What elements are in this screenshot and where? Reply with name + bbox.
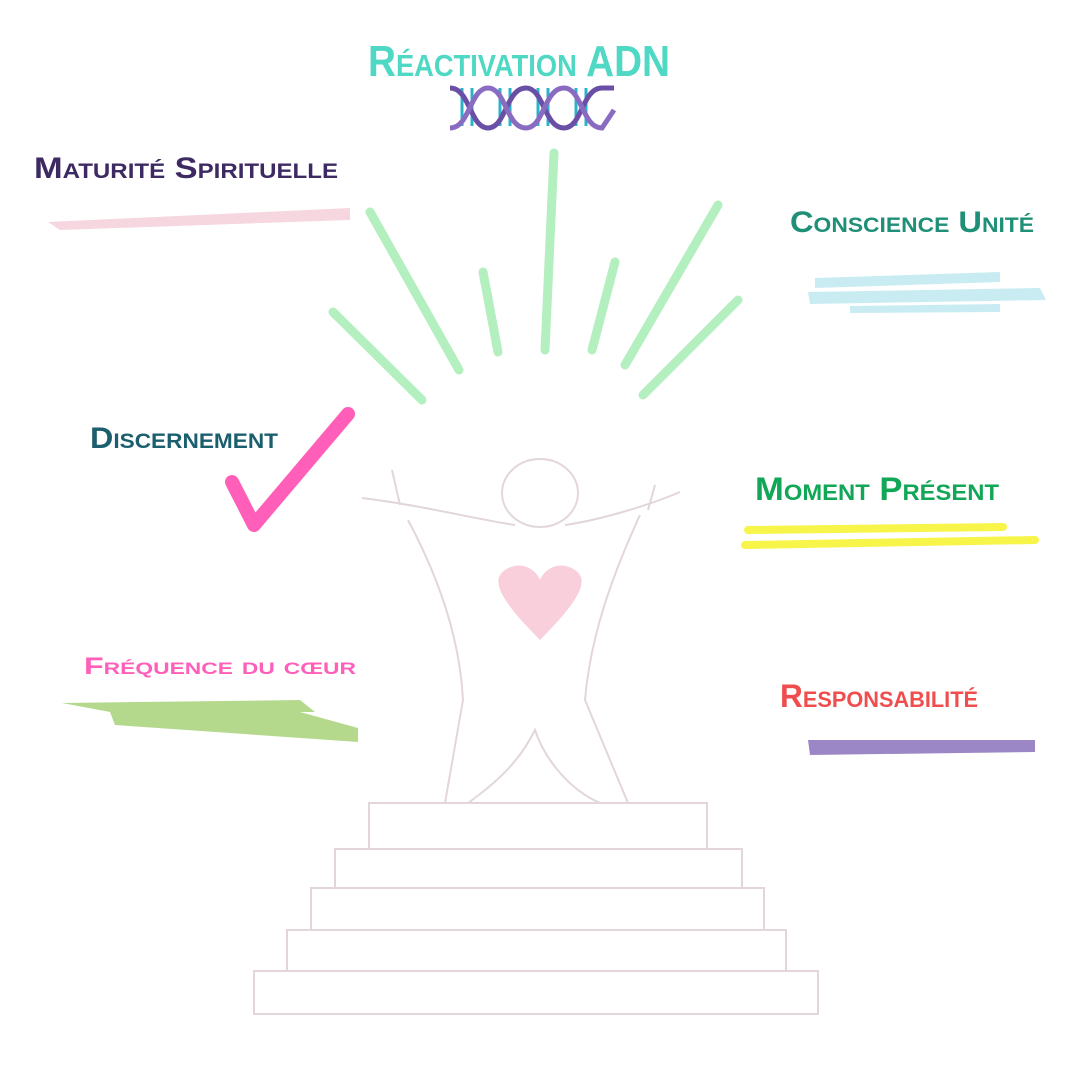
light-rays bbox=[328, 148, 743, 405]
ray bbox=[540, 148, 559, 355]
ray bbox=[638, 295, 743, 400]
ray bbox=[478, 267, 503, 357]
checkmark-icon bbox=[225, 407, 355, 532]
moment-brush-stroke bbox=[741, 523, 1039, 549]
person-figure bbox=[361, 458, 681, 804]
label-responsabilite: Responsabilité bbox=[780, 678, 978, 714]
ray bbox=[620, 200, 723, 370]
heart-icon bbox=[498, 565, 582, 640]
title-reactivation-adn: Réactivation ADN bbox=[368, 37, 670, 86]
conscience-brush-stroke bbox=[808, 272, 1046, 313]
ray bbox=[328, 307, 427, 405]
dna-helix-icon bbox=[449, 85, 617, 131]
label-maturite-spirituelle: Maturité Spirituelle bbox=[34, 152, 338, 185]
label-discernement: Discernement bbox=[90, 422, 278, 455]
staircase bbox=[253, 802, 819, 1015]
label-moment-present: Moment Présent bbox=[755, 471, 1000, 507]
label-frequence-du-coeur: Fréquence du cœur bbox=[84, 653, 356, 680]
frequence-brush-stroke bbox=[62, 700, 358, 742]
maturite-brush-stroke bbox=[48, 208, 350, 230]
responsabilite-brush-stroke bbox=[808, 740, 1035, 755]
ray bbox=[365, 207, 464, 375]
label-conscience-unite: Conscience Unité bbox=[790, 206, 1034, 239]
ray bbox=[587, 257, 620, 355]
